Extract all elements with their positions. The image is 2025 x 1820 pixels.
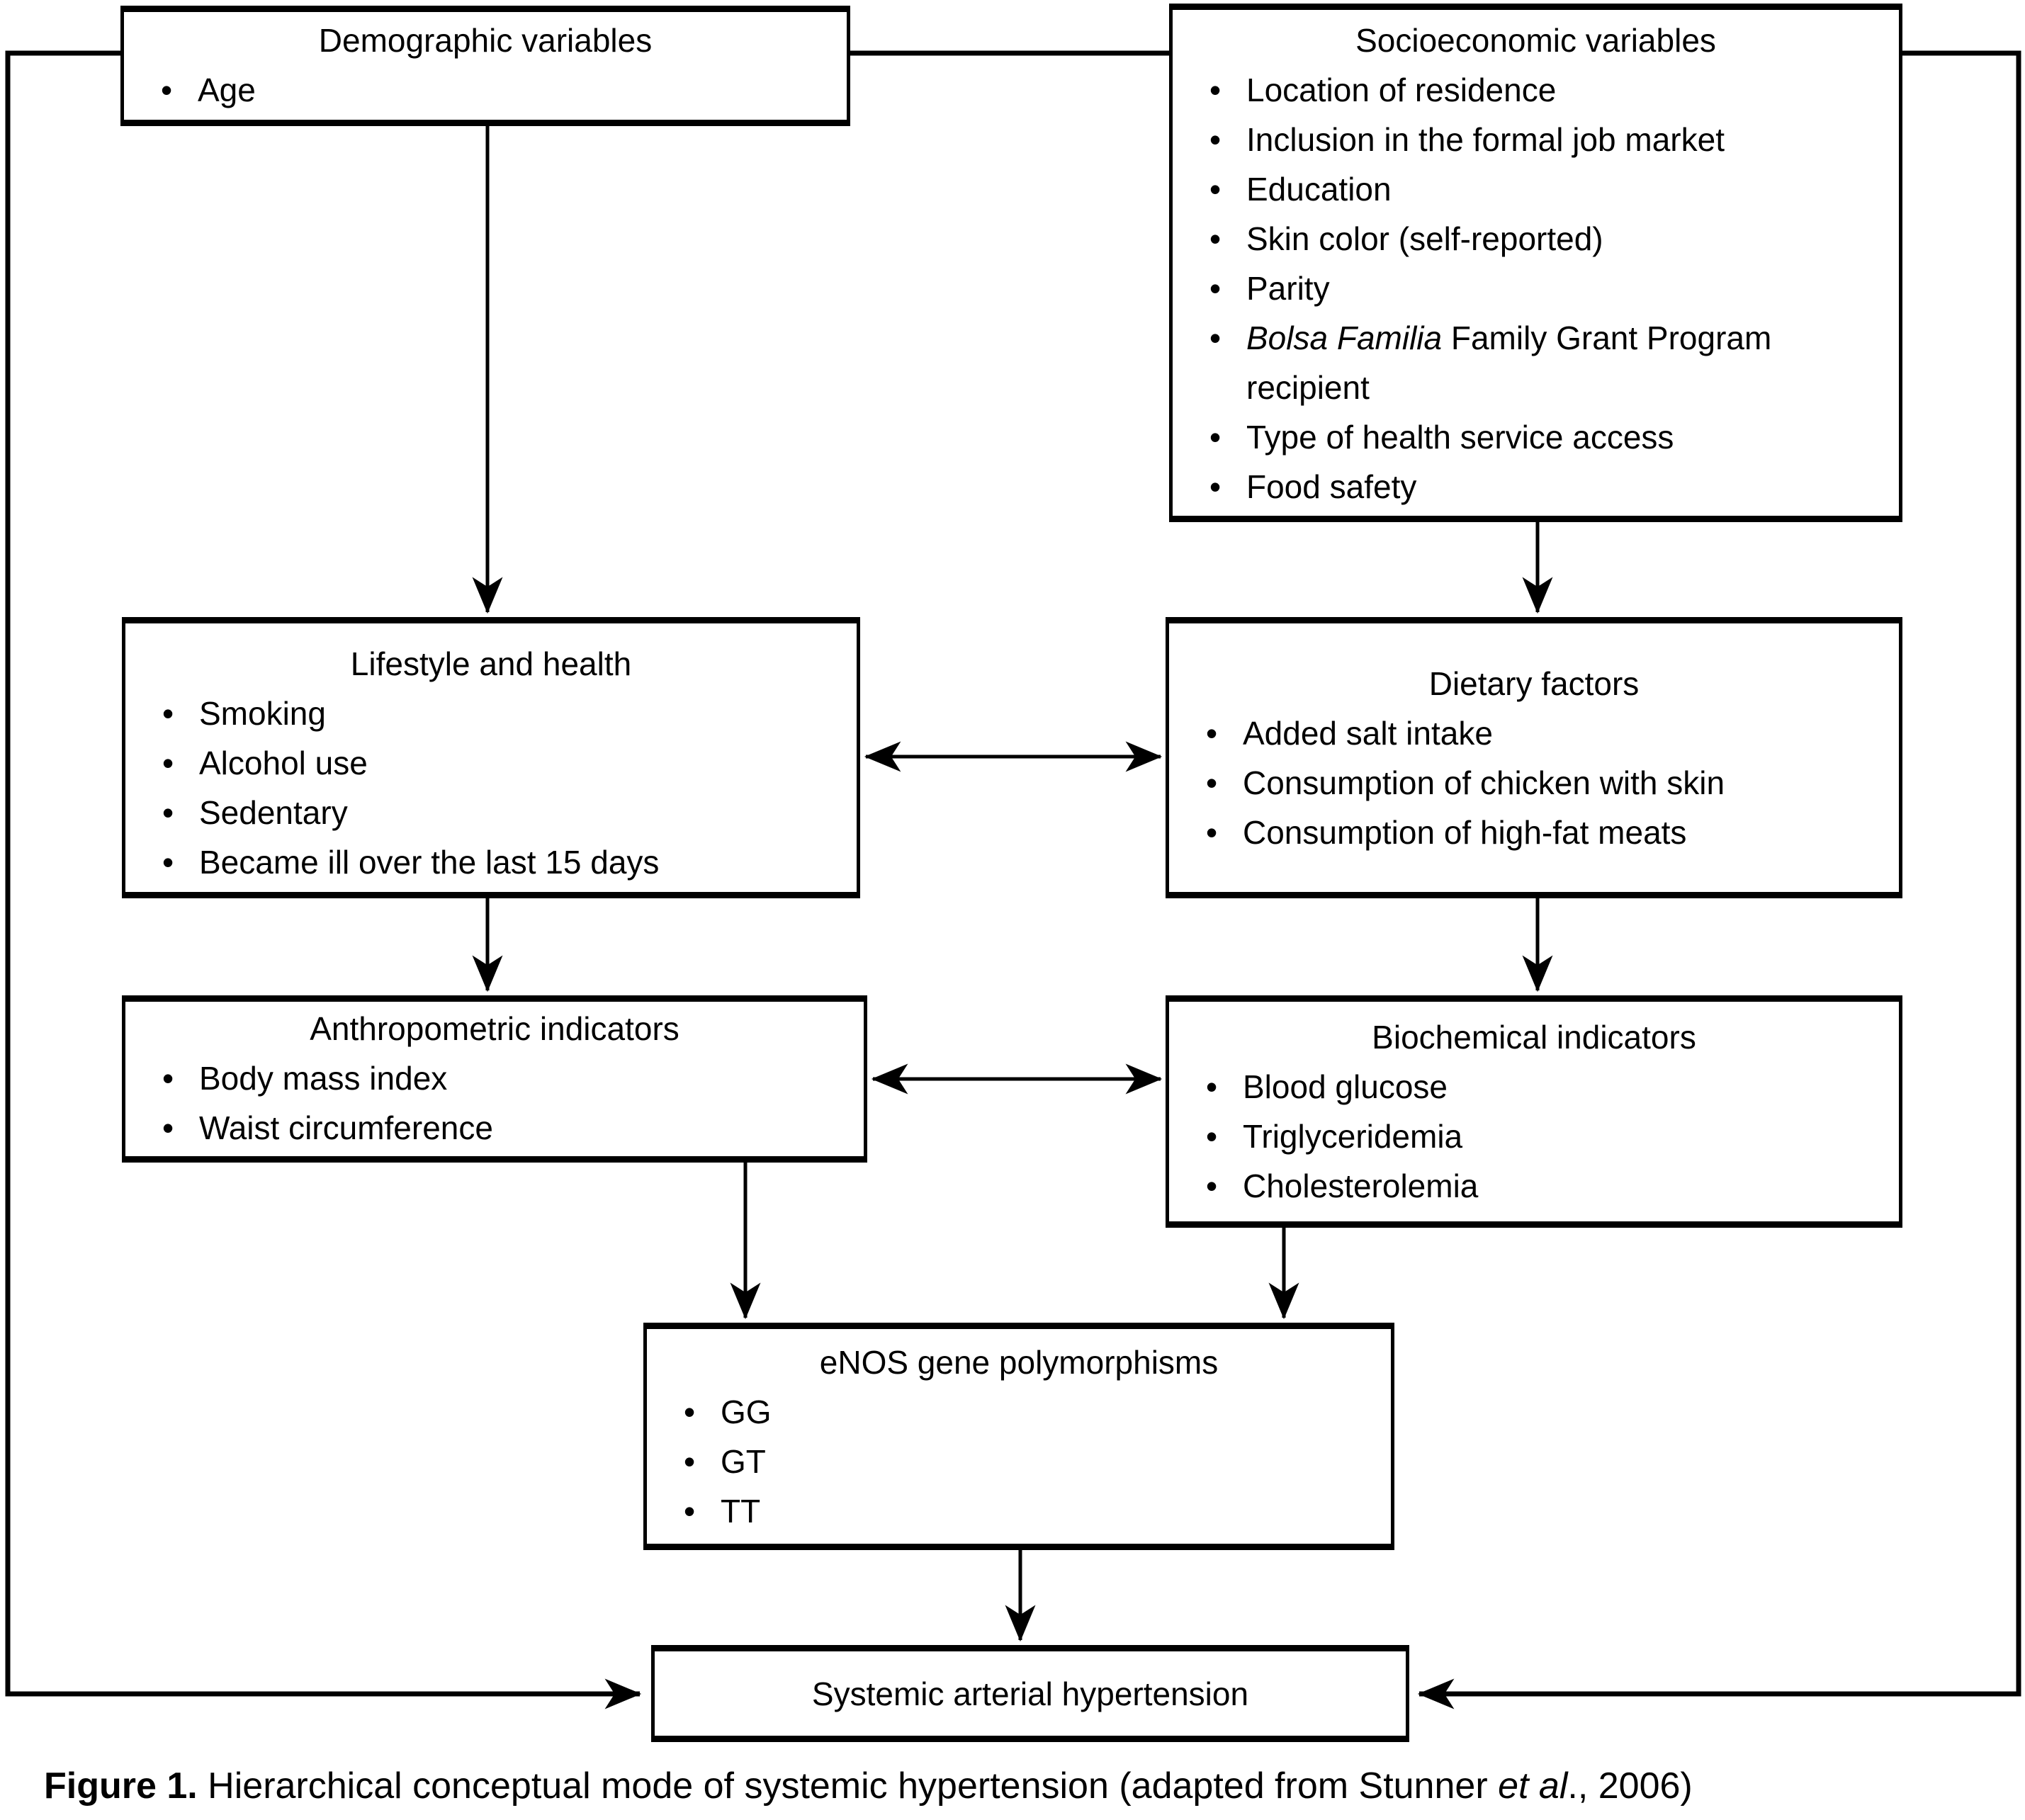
list-item: GT (684, 1437, 1380, 1486)
list-item: Consumption of chicken with skin (1206, 758, 1888, 808)
box-anthropometric-indicators: Anthropometric indicators Body mass inde… (122, 995, 867, 1163)
list-item: Parity (1209, 264, 1888, 313)
outer-right-feedback-arrow (1417, 50, 2021, 1709)
box-biochemical-items: Blood glucose Triglyceridemia Cholestero… (1169, 1062, 1899, 1211)
list-item: Consumption of high-fat meats (1206, 808, 1888, 857)
box-anthropometric-title: Anthropometric indicators (310, 1010, 679, 1047)
box-demographic-items: Age (124, 65, 847, 115)
bolsa-familia-italic: Bolsa Familia (1246, 320, 1443, 356)
list-item: Food safety (1209, 462, 1888, 511)
box-socioeconomic-items: Location of residence Inclusion in the f… (1173, 65, 1899, 511)
box-systemic-arterial-hypertension: Systemic arterial hypertension (651, 1645, 1409, 1742)
box-dietary-factors: Dietary factors Added salt intake Consum… (1166, 617, 1902, 898)
box-socioeconomic-title: Socioeconomic variables (1355, 22, 1716, 59)
box-enos-title: eNOS gene polymorphisms (819, 1343, 1219, 1381)
list-item: Education (1209, 164, 1888, 214)
list-item: TT (684, 1486, 1380, 1536)
list-item: Alcohol use (162, 738, 845, 788)
list-item: Smoking (162, 689, 845, 738)
list-item: Sedentary (162, 788, 845, 837)
list-item: Bolsa Familia Family Grant Program recipi… (1209, 313, 1888, 412)
list-item: Location of residence (1209, 65, 1888, 115)
box-biochemical-title: Biochemical indicators (1372, 1019, 1696, 1056)
list-item: Cholesterolemia (1206, 1161, 1888, 1211)
bolsa-familia-wrap: recipient (1246, 369, 1370, 406)
box-dietary-title: Dietary factors (1428, 665, 1640, 702)
bolsa-familia-rest: Family Grant Program (1442, 320, 1772, 356)
box-outcome-title: Systemic arterial hypertension (811, 1675, 1249, 1712)
list-item: Type of health service access (1209, 412, 1888, 462)
caption-text-end: ., 2006) (1567, 1765, 1693, 1807)
list-item: Became ill over the last 15 days (162, 837, 845, 887)
box-demographic-title: Demographic variables (318, 22, 653, 59)
list-item: Skin color (self-reported) (1209, 214, 1888, 264)
box-lifestyle-and-health: Lifestyle and health Smoking Alcohol use… (122, 617, 860, 898)
box-demographic-variables: Demographic variables Age (120, 6, 850, 126)
list-item: Body mass index (162, 1053, 852, 1103)
box-anthropometric-items: Body mass index Waist circumference (125, 1053, 864, 1153)
outer-left-feedback-arrow (5, 50, 642, 1709)
list-item: Added salt intake (1206, 708, 1888, 758)
box-lifestyle-title: Lifestyle and health (350, 645, 632, 682)
list-item: Blood glucose (1206, 1062, 1888, 1112)
box-socioeconomic-variables: Socioeconomic variables Location of resi… (1169, 4, 1902, 522)
box-biochemical-indicators: Biochemical indicators Blood glucose Tri… (1166, 995, 1902, 1228)
box-lifestyle-items: Smoking Alcohol use Sedentary Became ill… (125, 689, 857, 887)
box-enos-items: GG GT TT (647, 1387, 1391, 1536)
box-dietary-items: Added salt intake Consumption of chicken… (1169, 708, 1899, 857)
list-item: GG (684, 1387, 1380, 1437)
caption-text: Hierarchical conceptual mode of systemic… (197, 1765, 1499, 1807)
figure-caption: Figure 1. Hierarchical conceptual mode o… (44, 1763, 1693, 1809)
list-item: Inclusion in the formal job market (1209, 115, 1888, 164)
list-item: Waist circumference (162, 1103, 852, 1153)
caption-figure-label: Figure 1. (44, 1765, 198, 1807)
box-enos-gene-polymorphisms: eNOS gene polymorphisms GG GT TT (643, 1323, 1394, 1550)
list-item: Triglyceridemia (1206, 1112, 1888, 1161)
list-item: Age (161, 65, 835, 115)
caption-etal: et al (1498, 1765, 1568, 1807)
